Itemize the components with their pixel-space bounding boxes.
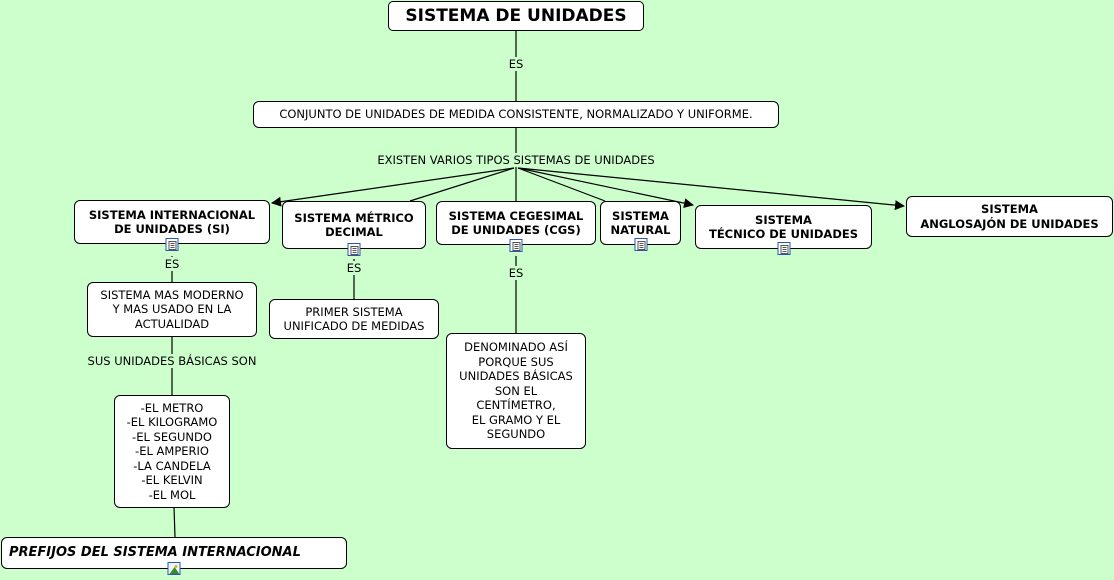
image-icon[interactable]	[167, 562, 181, 575]
node-metrico-description[interactable]: PRIMER SISTEMA UNIFICADO DE MEDIDAS	[269, 299, 439, 339]
document-icon[interactable]	[509, 239, 523, 252]
node-sistema-internacional[interactable]: SISTEMA INTERNACIONAL DE UNIDADES (SI)	[74, 200, 270, 244]
link-label-es-top: ES	[507, 57, 525, 71]
node-sistema-tecnico[interactable]: SISTEMA TÉCNICO DE UNIDADES	[695, 205, 872, 249]
node-sistema-natural[interactable]: SISTEMA NATURAL	[600, 201, 681, 245]
link-label-es-cgs: ES	[507, 266, 525, 280]
title-node[interactable]: SISTEMA DE UNIDADES	[388, 1, 644, 31]
link-label-es-metrico: ES	[345, 261, 363, 275]
node-si-units-list[interactable]: -EL METRO -EL KILOGRAMO -EL SEGUNDO -EL …	[114, 395, 230, 508]
document-icon[interactable]	[165, 238, 179, 251]
node-sistema-cegesimal[interactable]: SISTEMA CEGESIMAL DE UNIDADES (CGS)	[436, 201, 596, 245]
document-icon[interactable]	[347, 243, 361, 256]
document-icon[interactable]	[777, 242, 791, 255]
link-label-existen: EXISTEN VARIOS TIPOS SISTEMAS DE UNIDADE…	[376, 153, 656, 167]
node-cgs-description[interactable]: DENOMINADO ASÍ PORQUE SUS UNIDADES BÁSIC…	[446, 333, 586, 449]
definition-node[interactable]: CONJUNTO DE UNIDADES DE MEDIDA CONSISTEN…	[253, 101, 779, 128]
link-label-unidades-basicas: SUS UNIDADES BÁSICAS SON	[86, 354, 258, 368]
node-si-description[interactable]: SISTEMA MAS MODERNO Y MAS USADO EN LA AC…	[87, 282, 257, 337]
node-sistema-metrico[interactable]: SISTEMA MÉTRICO DECIMAL	[282, 201, 426, 249]
document-icon[interactable]	[634, 238, 648, 251]
link-label-es-si: ES	[163, 257, 181, 271]
node-sistema-anglosajon[interactable]: SISTEMA ANGLOSAJÓN DE UNIDADES	[906, 196, 1113, 237]
